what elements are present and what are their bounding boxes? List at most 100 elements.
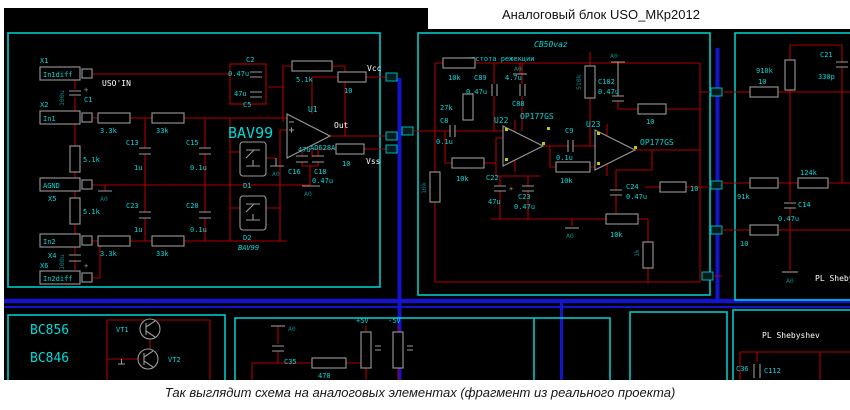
- diode-symbol: [239, 141, 267, 177]
- ground-label: A0: [304, 190, 312, 198]
- cap-value: 0.1u: [190, 164, 207, 172]
- wire-net: [251, 326, 399, 380]
- opamp-symbol: [286, 113, 332, 159]
- supply-block: A0 C35 470 +5V -5V: [234, 317, 611, 385]
- transistor-glyph: [145, 320, 156, 338]
- cap-value: 0.47u: [312, 177, 333, 185]
- resistor-symbol: [97, 235, 131, 247]
- net-label: Vcc: [367, 64, 382, 73]
- diode-glyph: [245, 203, 260, 221]
- port-box: [401, 126, 414, 136]
- resistor-value: 10k: [560, 177, 573, 185]
- resistor-value: 470: [318, 372, 331, 380]
- wire-net: [739, 351, 850, 380]
- connector-label: In2diff: [43, 275, 73, 283]
- resistor-symbol: [749, 224, 779, 236]
- resistor-symbol: [335, 143, 365, 155]
- module-label: CB50vaz: [534, 40, 568, 49]
- sheet-title: Аналоговый блок USO_МКр2012: [502, 7, 700, 22]
- opamp-ref: U22: [494, 116, 509, 125]
- resistor-symbol: [151, 112, 185, 124]
- resistor-symbol: [97, 112, 131, 124]
- connector-symbol: X2 In1: [39, 101, 93, 125]
- cap-value: 0.47u: [228, 70, 249, 78]
- cap-value: 47u: [488, 198, 501, 206]
- resistor-symbol: [797, 177, 829, 189]
- connector-ref: X1: [40, 57, 48, 65]
- polarity-mark: +: [84, 86, 88, 94]
- opamp-pin-marks: [289, 121, 294, 133]
- supply-label: -5V: [388, 317, 401, 325]
- ground-symbol: [611, 61, 625, 96]
- cap-value: 0.47u: [626, 193, 647, 201]
- resistor-symbol: [584, 65, 596, 99]
- wire-loop: [229, 63, 267, 105]
- port-box: [710, 87, 723, 97]
- cap-value: 1u: [134, 226, 142, 234]
- capacitor-symbol: [69, 90, 81, 262]
- resistor-symbol: [462, 93, 474, 121]
- resistor-symbol: [151, 235, 185, 247]
- cap-value: 0.47u: [598, 88, 619, 96]
- capacitor-symbol: [784, 202, 796, 209]
- opamp-part: OP177GS: [520, 112, 554, 121]
- connector-symbol: X1 In1diff: [39, 57, 93, 81]
- ground-symbol: [98, 158, 320, 192]
- resistor-symbol: [637, 103, 667, 115]
- capacitor-symbol: [375, 345, 413, 351]
- transistor-part: BC856: [30, 323, 69, 338]
- cap-value: 100u: [58, 90, 66, 106]
- resistor-value: 510k: [575, 74, 583, 90]
- connector-label: In2: [43, 238, 56, 246]
- ground-label: A0: [786, 277, 794, 285]
- capacitor-symbol: [753, 364, 761, 378]
- resistor-symbol: [451, 157, 485, 169]
- opamp-part: OP177GS: [640, 138, 674, 147]
- resistor-value: 10: [740, 240, 748, 248]
- pin-marker: [542, 142, 545, 145]
- resistor-symbol: [749, 177, 779, 189]
- cap-ref: C18: [314, 168, 327, 176]
- cap-value: 1u: [134, 164, 142, 172]
- pin-marker: [597, 162, 600, 165]
- capacitor-symbol: [272, 345, 284, 352]
- cap-ref: C23: [518, 193, 531, 201]
- diode-ref: D1: [243, 182, 251, 190]
- capacitor-symbol: [250, 71, 262, 98]
- ground-symbol: [118, 359, 125, 365]
- transistor-part: BC846: [30, 351, 69, 366]
- cap-value: 0.47u: [466, 88, 487, 96]
- cap-ref: C24: [626, 183, 639, 191]
- cap-value: 47u: [298, 146, 311, 154]
- cap-value: 100u: [58, 254, 66, 270]
- capacitor-symbol: [491, 84, 526, 96]
- resistor-value: 91k: [737, 193, 750, 201]
- left-analog-block: X1 In1diff X2 In1 X5 AGND X4 In2 X6 In2d…: [7, 32, 386, 288]
- shebyshev-block: PL Shebyshev C36 C112: [732, 309, 850, 385]
- port-box: [385, 131, 398, 141]
- resistor-value: 10k: [610, 231, 623, 239]
- resistor-symbol: [555, 161, 591, 173]
- resistor-symbol: [360, 331, 372, 369]
- resistor-symbol: [442, 57, 476, 69]
- connector-label: In1: [43, 115, 56, 123]
- connector-ref: X5: [48, 195, 56, 203]
- port-box: [385, 72, 398, 82]
- capacitor-symbol: [567, 140, 574, 152]
- opamp-symbol: [502, 125, 545, 167]
- capacitor-symbol: [610, 189, 622, 196]
- cap-value: 330p: [818, 73, 835, 81]
- resistor-value: 10: [758, 78, 766, 86]
- resistor-symbol: [605, 213, 639, 225]
- ground-label: A0: [288, 325, 296, 333]
- cap-value: 0.47u: [514, 203, 535, 211]
- cap-value: 0.1u: [190, 226, 207, 234]
- cap-ref: C8: [440, 117, 448, 125]
- filter-type-label: PL Shebyshev: [815, 274, 850, 283]
- cap-ref: C14: [798, 201, 811, 209]
- transistor-ref: VT2: [168, 356, 181, 364]
- cap-ref: C102: [598, 78, 615, 86]
- resistor-value: 124k: [800, 169, 818, 177]
